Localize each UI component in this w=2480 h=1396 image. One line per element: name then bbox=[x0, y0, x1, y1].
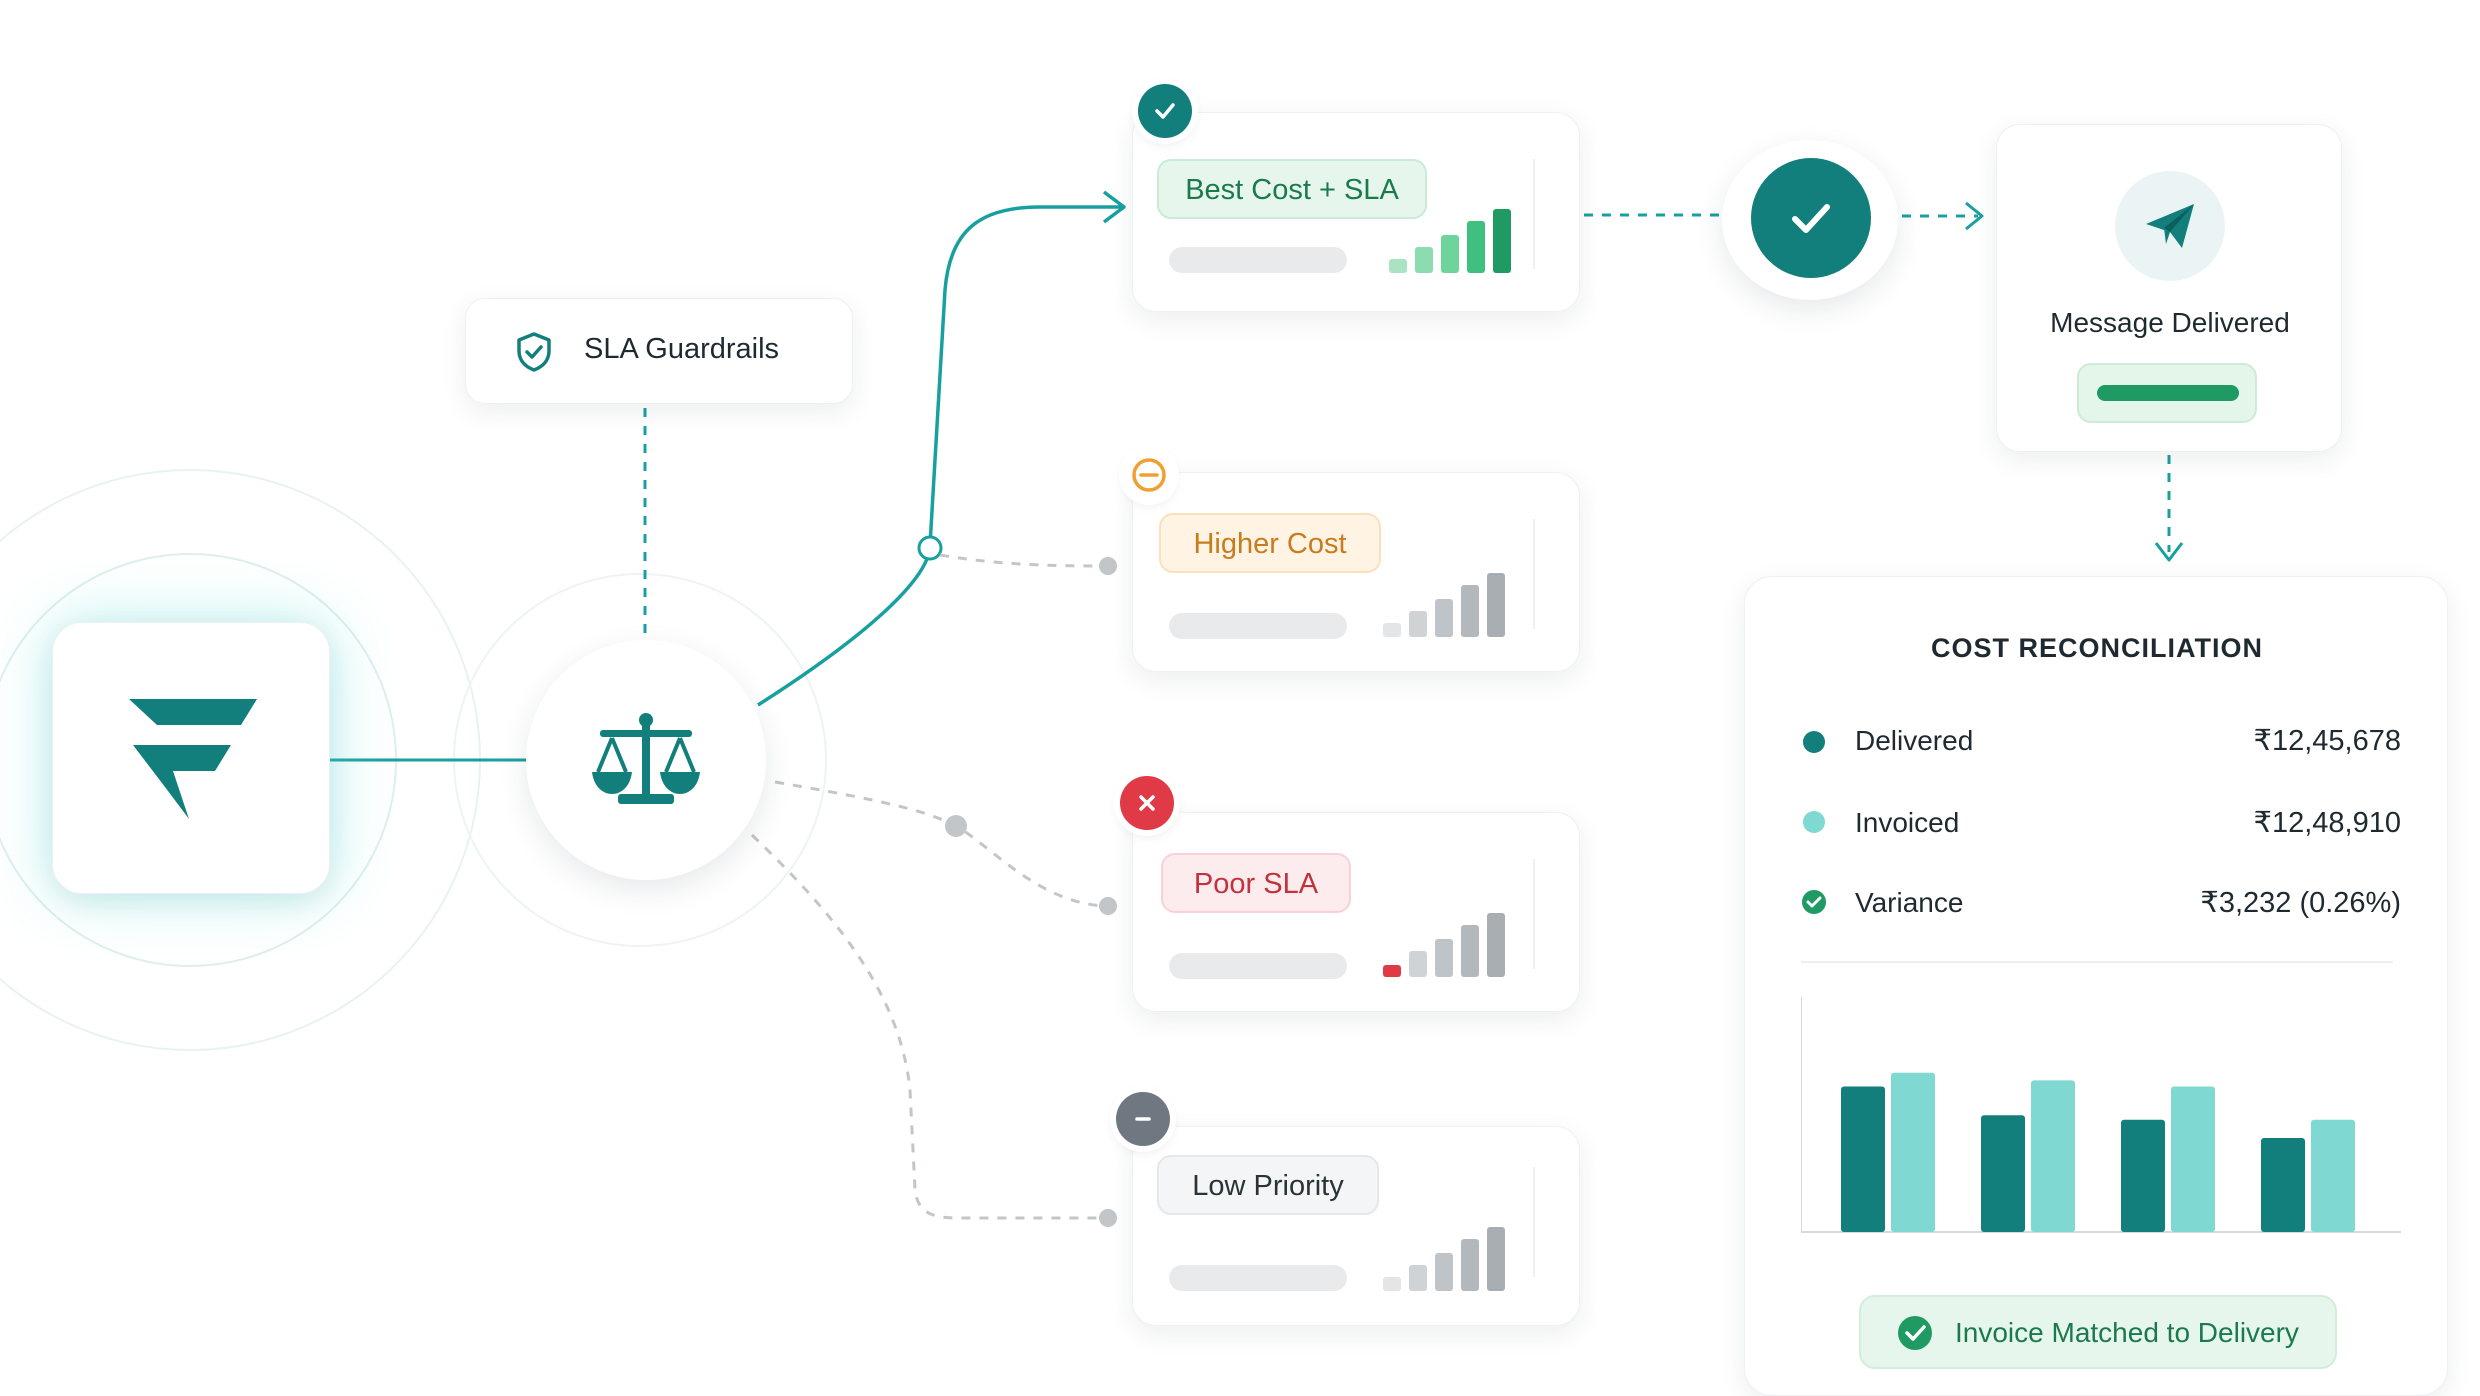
warning-badge bbox=[1125, 451, 1173, 499]
f-brand-logo-icon bbox=[129, 699, 257, 819]
card-divider bbox=[1533, 1167, 1535, 1277]
signal-strength-low bbox=[1383, 913, 1513, 977]
placeholder-bar bbox=[1169, 953, 1347, 979]
dot-teal bbox=[1803, 731, 1825, 753]
confirm-node bbox=[1722, 140, 1898, 300]
signal-strength-green bbox=[1389, 209, 1519, 273]
minus-icon bbox=[1135, 1117, 1151, 1121]
deprioritized-badge bbox=[1116, 1092, 1170, 1146]
invoice-matched-banner: Invoice Matched to Delivery bbox=[1859, 1295, 2337, 1369]
chart-bar-s1-c3 bbox=[2311, 1119, 2355, 1232]
reconciliation-row-variance: Variance ₹3,232 (0.26%) bbox=[1801, 879, 2401, 923]
invoice-matched-label: Invoice Matched to Delivery bbox=[1955, 1317, 2299, 1348]
chart-bar-s1-c2 bbox=[2171, 1086, 2215, 1232]
route-label-pill: Poor SLA bbox=[1161, 853, 1351, 913]
check-circle-icon bbox=[1898, 1316, 1932, 1350]
signal-strength-gray bbox=[1383, 573, 1513, 637]
message-delivered-label: Message Delivered bbox=[2050, 307, 2290, 338]
placeholder-bar bbox=[1169, 613, 1347, 639]
selected-badge bbox=[1138, 84, 1192, 138]
route-label-pill: Best Cost + SLA bbox=[1157, 159, 1427, 219]
chart-bar-s0-c3 bbox=[2261, 1138, 2305, 1232]
shield-check-icon bbox=[517, 332, 551, 372]
paper-plane-icon-bg bbox=[2115, 171, 2225, 281]
placeholder-bar bbox=[1169, 247, 1347, 273]
route-card-higher-cost[interactable]: Higher Cost bbox=[1132, 472, 1580, 672]
chart-bar-s1-c1 bbox=[2031, 1080, 2075, 1232]
card-divider bbox=[1533, 519, 1535, 629]
reconciliation-bar-chart bbox=[1801, 997, 2401, 1233]
balancer-node bbox=[526, 640, 766, 880]
route-label-pill: Low Priority bbox=[1157, 1155, 1379, 1215]
close-icon bbox=[1139, 795, 1155, 811]
chart-bar-s0-c0 bbox=[1841, 1086, 1885, 1232]
chart-bar-s0-c2 bbox=[2121, 1119, 2165, 1232]
reconciliation-row-delivered: Delivered ₹12,45,678 bbox=[1801, 719, 2401, 763]
dot-light bbox=[1803, 811, 1825, 833]
route-label-pill: Higher Cost bbox=[1159, 513, 1381, 573]
route-card-low-priority[interactable]: Low Priority bbox=[1132, 1126, 1580, 1326]
reconciliation-title: COST RECONCILIATION bbox=[1931, 633, 2263, 663]
cost-reconciliation-panel: COST RECONCILIATION Delivered ₹12,45,678… bbox=[1744, 576, 2448, 1396]
balance-scale-icon bbox=[592, 713, 700, 804]
paper-plane-icon bbox=[2146, 204, 2194, 248]
placeholder-bar bbox=[1169, 1265, 1347, 1291]
card-divider bbox=[1533, 859, 1535, 969]
rejected-badge bbox=[1120, 776, 1174, 830]
card-divider bbox=[1533, 159, 1535, 269]
signal-strength-gray bbox=[1383, 1227, 1513, 1291]
message-delivered-card: Message Delivered bbox=[1996, 124, 2342, 452]
route-card-best-cost[interactable]: Best Cost + SLA bbox=[1132, 112, 1580, 312]
check-icon bbox=[1802, 890, 1826, 914]
delivery-progress bbox=[2077, 363, 2257, 423]
chart-bar-s0-c1 bbox=[1981, 1115, 2025, 1232]
check-icon bbox=[1792, 204, 1830, 233]
panel-divider bbox=[1801, 961, 2393, 963]
chart-bar-s1-c0 bbox=[1891, 1072, 1935, 1232]
check-icon bbox=[1155, 103, 1175, 119]
sla-guardrails-card: SLA Guardrails bbox=[465, 298, 853, 404]
minus-circle-icon bbox=[1132, 458, 1166, 492]
route-card-poor-sla[interactable]: Poor SLA bbox=[1132, 812, 1580, 1012]
reconciliation-row-invoiced: Invoiced ₹12,48,910 bbox=[1801, 799, 2401, 843]
brand-logo-tile bbox=[52, 622, 330, 894]
sla-guardrails-label: SLA Guardrails bbox=[584, 333, 780, 365]
